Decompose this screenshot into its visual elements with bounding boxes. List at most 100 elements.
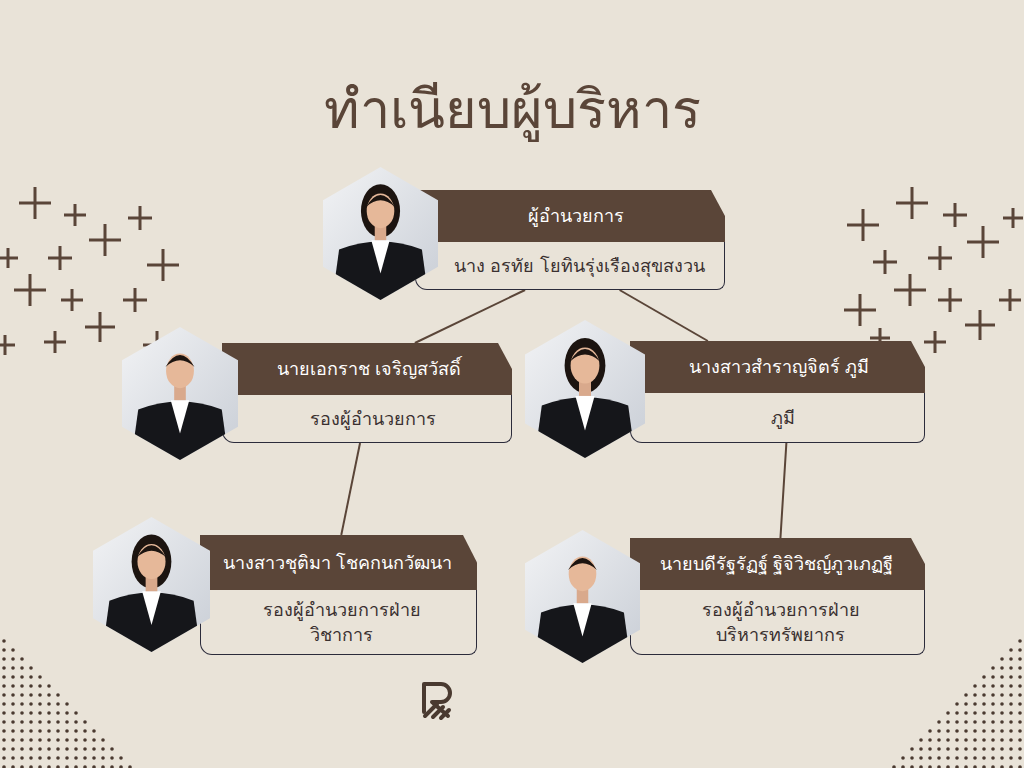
pattern-dot xyxy=(92,756,96,760)
pattern-dot xyxy=(901,756,905,760)
pattern-dot xyxy=(11,675,15,679)
pattern-dot xyxy=(973,756,977,760)
pattern-dot xyxy=(2,756,6,760)
role-panel: รองผู้อำนวยการฝ่าย วิชาการ xyxy=(200,590,477,655)
portrait xyxy=(122,327,238,460)
plus-sign xyxy=(844,294,876,326)
plus-sign xyxy=(14,274,46,306)
pattern-dot xyxy=(38,729,42,733)
pattern-dot xyxy=(110,747,114,751)
pattern-dot xyxy=(1009,738,1013,742)
pattern-dot xyxy=(928,738,932,742)
pattern-dot xyxy=(973,684,977,688)
portrait xyxy=(93,517,210,652)
pattern-dot xyxy=(991,747,995,751)
pattern-dot xyxy=(1018,738,1022,742)
card-body-text: นาง อรทัย โยทินรุ่งเรืองสุขสงวน xyxy=(454,253,705,278)
pattern-dot xyxy=(56,747,60,751)
pattern-dot xyxy=(973,693,977,697)
card-body-text: รองผู้อำนวยการฝ่าย วิชาการ xyxy=(242,597,442,647)
pattern-dot xyxy=(1009,711,1013,715)
pattern-dot xyxy=(973,720,977,724)
pattern-dot xyxy=(2,693,6,697)
pattern-dot xyxy=(1000,675,1004,679)
pattern-dot xyxy=(1018,702,1022,706)
plus-sign xyxy=(128,206,152,230)
plus-sign xyxy=(873,250,897,274)
pattern-dot xyxy=(20,711,24,715)
pattern-dot xyxy=(955,756,959,760)
pattern-dot xyxy=(74,765,78,768)
pattern-dot xyxy=(38,747,42,751)
card-heading: นายบดีรัฐรัฏฐ์ ฐิจิวิชญ์ภูวเภฏฐี xyxy=(660,551,894,576)
pattern-dot xyxy=(56,711,60,715)
pattern-dot xyxy=(973,738,977,742)
pattern-dot xyxy=(964,702,968,706)
pattern-dot xyxy=(1009,720,1013,724)
pattern-dot xyxy=(38,711,42,715)
pattern-dot xyxy=(65,756,69,760)
pattern-dot xyxy=(20,729,24,733)
pattern-dot xyxy=(20,693,24,697)
plus-sign xyxy=(61,289,83,311)
face xyxy=(571,348,600,384)
plus-sign xyxy=(0,335,15,355)
card-body-text: รองผู้อำนวยการ xyxy=(310,406,436,431)
pattern-dot xyxy=(11,657,15,661)
pattern-dot xyxy=(955,711,959,715)
pattern-dot xyxy=(982,675,986,679)
pattern-dot xyxy=(92,747,96,751)
pattern-dot xyxy=(2,702,6,706)
pattern-dot xyxy=(955,729,959,733)
pattern-dot xyxy=(991,765,995,768)
role-panel: ภูมี xyxy=(630,393,925,443)
portrait xyxy=(525,320,645,458)
pattern-dot xyxy=(1009,666,1013,670)
pattern-dot xyxy=(946,738,950,742)
pattern-dot xyxy=(101,765,105,768)
face xyxy=(137,544,165,579)
pattern-dot xyxy=(65,702,69,706)
person-card: ผู้อำนวยการนาง อรทัย โยทินรุ่งเรืองสุขสง… xyxy=(415,190,725,290)
pattern-dot xyxy=(74,729,78,733)
pattern-dot xyxy=(47,765,51,768)
plus-sign xyxy=(1003,208,1023,228)
pattern-dot xyxy=(1009,648,1013,652)
pattern-dot xyxy=(928,765,932,768)
pattern-dot xyxy=(946,765,950,768)
plus-sign xyxy=(147,249,179,281)
pattern-dot xyxy=(964,738,968,742)
plus-pattern xyxy=(0,187,1023,359)
card-body-text: ภูมี xyxy=(771,405,795,430)
photo-ground xyxy=(323,167,438,300)
plus-sign xyxy=(943,203,967,227)
pattern-dot xyxy=(2,666,6,670)
pattern-dot xyxy=(38,693,42,697)
pattern-dot xyxy=(1000,657,1004,661)
pattern-dot xyxy=(38,738,42,742)
portrait xyxy=(525,530,640,663)
pattern-dot xyxy=(2,639,6,643)
pattern-dot xyxy=(47,729,51,733)
pattern-dot xyxy=(29,684,33,688)
hair-top xyxy=(366,195,395,207)
pattern-dot xyxy=(1018,693,1022,697)
pattern-dot xyxy=(11,738,15,742)
portrait xyxy=(323,167,438,300)
pattern-dot xyxy=(92,729,96,733)
plus-sign xyxy=(19,187,51,219)
pattern-dot xyxy=(2,720,6,724)
pattern-dot xyxy=(29,720,33,724)
plus-sign xyxy=(896,187,928,219)
pattern-dot xyxy=(56,756,60,760)
pattern-dot xyxy=(973,702,977,706)
plus-sign xyxy=(938,288,962,312)
pattern-dot xyxy=(1018,711,1022,715)
pattern-dot xyxy=(65,729,69,733)
pattern-dot xyxy=(11,729,15,733)
pattern-dot xyxy=(991,720,995,724)
pattern-dot xyxy=(38,702,42,706)
portrait-hexagon xyxy=(525,530,640,663)
photo-ground xyxy=(525,530,640,663)
pattern-dot xyxy=(38,756,42,760)
